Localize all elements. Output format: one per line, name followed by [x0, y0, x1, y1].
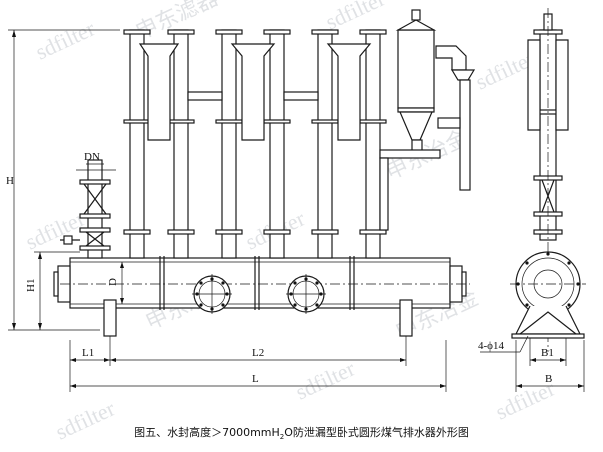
seal-tank — [379, 9, 476, 231]
caption-prefix: 图五、水封高度＞7000mmH — [134, 426, 280, 439]
column-4 — [263, 29, 291, 259]
dim-label-B1: B1 — [541, 347, 554, 359]
column-3 — [215, 29, 243, 259]
dim-label-D: D — [107, 278, 119, 286]
dim-label-H: H — [6, 175, 14, 187]
dim-label-H1: H1 — [25, 279, 37, 292]
caption-suffix: O防泄漏型卧式圆形煤气排水器外形图 — [284, 426, 469, 439]
watermark: sdfilter — [322, 0, 390, 35]
column-6 — [359, 29, 387, 259]
dim-label-B: B — [545, 373, 552, 385]
figure-caption: 图五、水封高度＞7000mmH2O防泄漏型卧式圆形煤气排水器外形图 — [0, 424, 603, 441]
column-5 — [311, 29, 339, 259]
inlet-pipe — [60, 159, 116, 259]
dim-label-L1: L1 — [82, 347, 94, 359]
column-2 — [167, 29, 195, 259]
dim-label-DN: DN — [84, 151, 100, 163]
dim-label-L2: L2 — [252, 347, 264, 359]
watermark: sdfilter — [292, 355, 360, 404]
watermark: sdfilter — [22, 205, 90, 254]
front-view — [53, 9, 476, 337]
watermark: sdfilter — [32, 15, 100, 64]
column-1 — [123, 29, 151, 259]
side-view — [510, 8, 586, 352]
horizontal-drum — [53, 256, 470, 337]
dim-label-L: L — [252, 373, 259, 385]
column-pipes — [123, 29, 387, 259]
manhole-left — [192, 274, 232, 314]
drum-body — [69, 257, 451, 309]
caption-subscript: 2 — [279, 433, 285, 442]
dim-label-bolt-holes: 4-ϕ14 — [478, 340, 504, 352]
manhole-right — [286, 274, 326, 314]
dimensions: H H1 D DN L1 L2 L B1 B 4-ϕ14 — [6, 29, 585, 392]
